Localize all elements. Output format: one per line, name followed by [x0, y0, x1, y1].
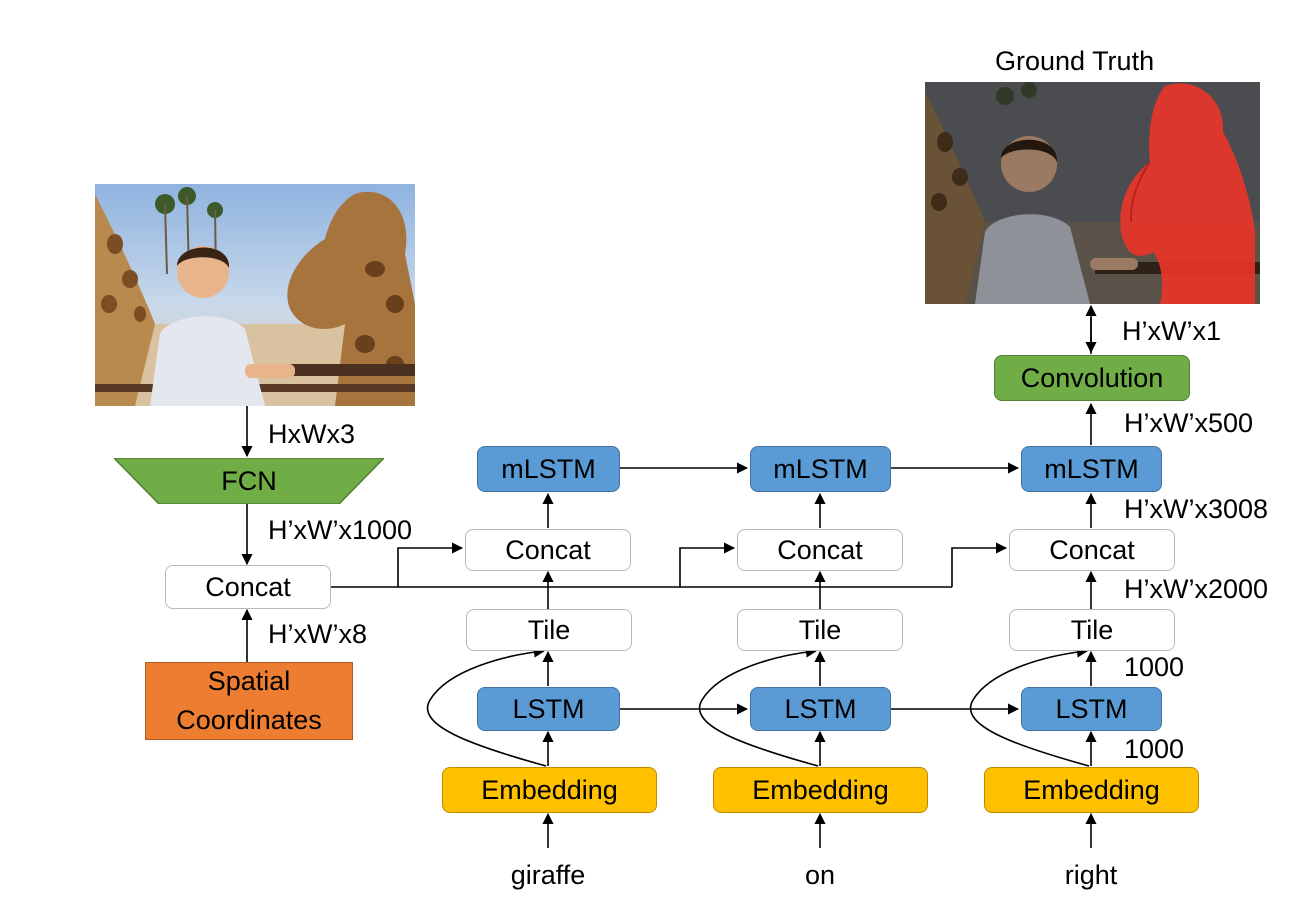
tile-block-1: Tile	[466, 609, 632, 651]
tile-dim-label: H’xW’x2000	[1124, 574, 1269, 604]
word-2: on	[804, 860, 836, 890]
ground-truth-image	[925, 82, 1260, 304]
convolution-block: Convolution	[994, 355, 1190, 401]
fcn-block: FCN	[114, 458, 384, 504]
fcn-dim-label: H’xW’x1000	[268, 515, 413, 545]
ground-truth-title: Ground Truth	[995, 46, 1155, 76]
mlstm-block-1: mLSTM	[477, 446, 620, 492]
concat-dim-label: H’xW’x3008	[1124, 494, 1269, 524]
spatial-dim-label: H’xW’x8	[268, 619, 367, 649]
mlstm-dim-label: H’xW’x500	[1124, 408, 1254, 438]
lstm-block-2: LSTM	[750, 687, 891, 731]
tile-block-3: Tile	[1009, 609, 1175, 651]
tile-block-2: Tile	[737, 609, 903, 651]
embedding-dim-label: 1000	[1124, 734, 1185, 764]
embedding-block-2: Embedding	[713, 767, 928, 813]
output-dim-label: H’xW’x1	[1122, 316, 1221, 346]
input-dim-label: HxWx3	[268, 419, 355, 449]
mlstm-block-3: mLSTM	[1021, 446, 1162, 492]
embedding-block-3: Embedding	[984, 767, 1199, 813]
spatial-label-line1: Spatial	[207, 665, 291, 696]
lstm-block-3: LSTM	[1021, 687, 1162, 731]
lstm-dim-label: 1000	[1124, 652, 1185, 682]
concat-block-2: Concat	[737, 529, 903, 571]
embedding-block-1: Embedding	[442, 767, 657, 813]
image-concat-block: Concat	[165, 565, 331, 609]
fcn-label: FCN	[221, 465, 277, 496]
lstm-block-1: LSTM	[477, 687, 620, 731]
concat-block-1: Concat	[465, 529, 631, 571]
spatial-label-line2: Coordinates	[176, 705, 322, 735]
spatial-coordinates-block: Spatial Coordinates	[145, 662, 353, 740]
word-3: right	[1064, 860, 1118, 890]
concat-block-3: Concat	[1009, 529, 1175, 571]
mlstm-block-2: mLSTM	[750, 446, 891, 492]
word-1: giraffe	[510, 860, 586, 890]
input-image	[95, 184, 415, 406]
